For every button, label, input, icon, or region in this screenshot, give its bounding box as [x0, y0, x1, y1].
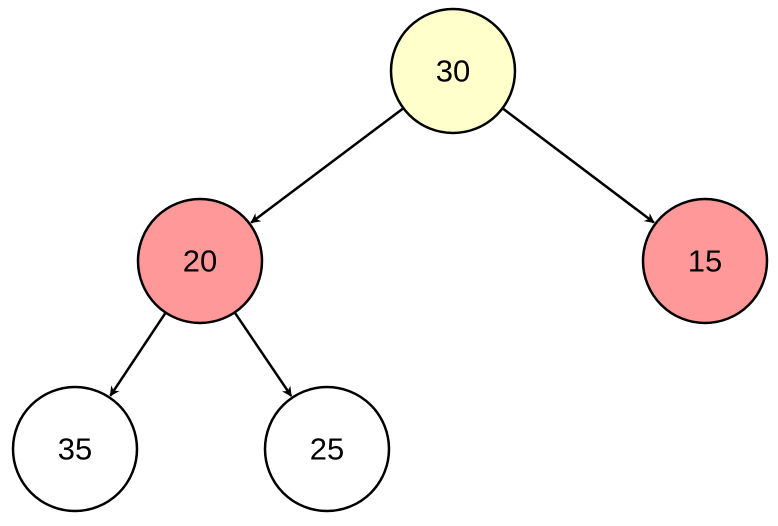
tree-node-35: 35: [11, 385, 139, 513]
tree-node-20: 20: [136, 197, 264, 325]
node-circle: [11, 385, 139, 513]
nodes-layer: 30 20 15 35 25: [11, 7, 769, 513]
node-circle: [136, 197, 264, 325]
edge-n30-to-n20: [250, 107, 405, 224]
tree-node-25: 25: [263, 385, 391, 513]
node-label: 35: [58, 432, 92, 467]
edges-layer: [109, 107, 655, 397]
node-label: 25: [310, 432, 344, 467]
node-label: 15: [688, 244, 722, 279]
node-circle: [641, 197, 769, 325]
edge-n30-to-n15: [501, 107, 655, 224]
node-circle: [263, 385, 391, 513]
node-label: 20: [183, 244, 217, 279]
tree-node-15: 15: [641, 197, 769, 325]
edge-n20-to-n25: [233, 311, 293, 397]
edge-n20-to-n35: [109, 311, 167, 397]
node-circle: [389, 7, 517, 135]
node-label: 30: [436, 54, 470, 89]
tree-node-30: 30: [389, 7, 517, 135]
